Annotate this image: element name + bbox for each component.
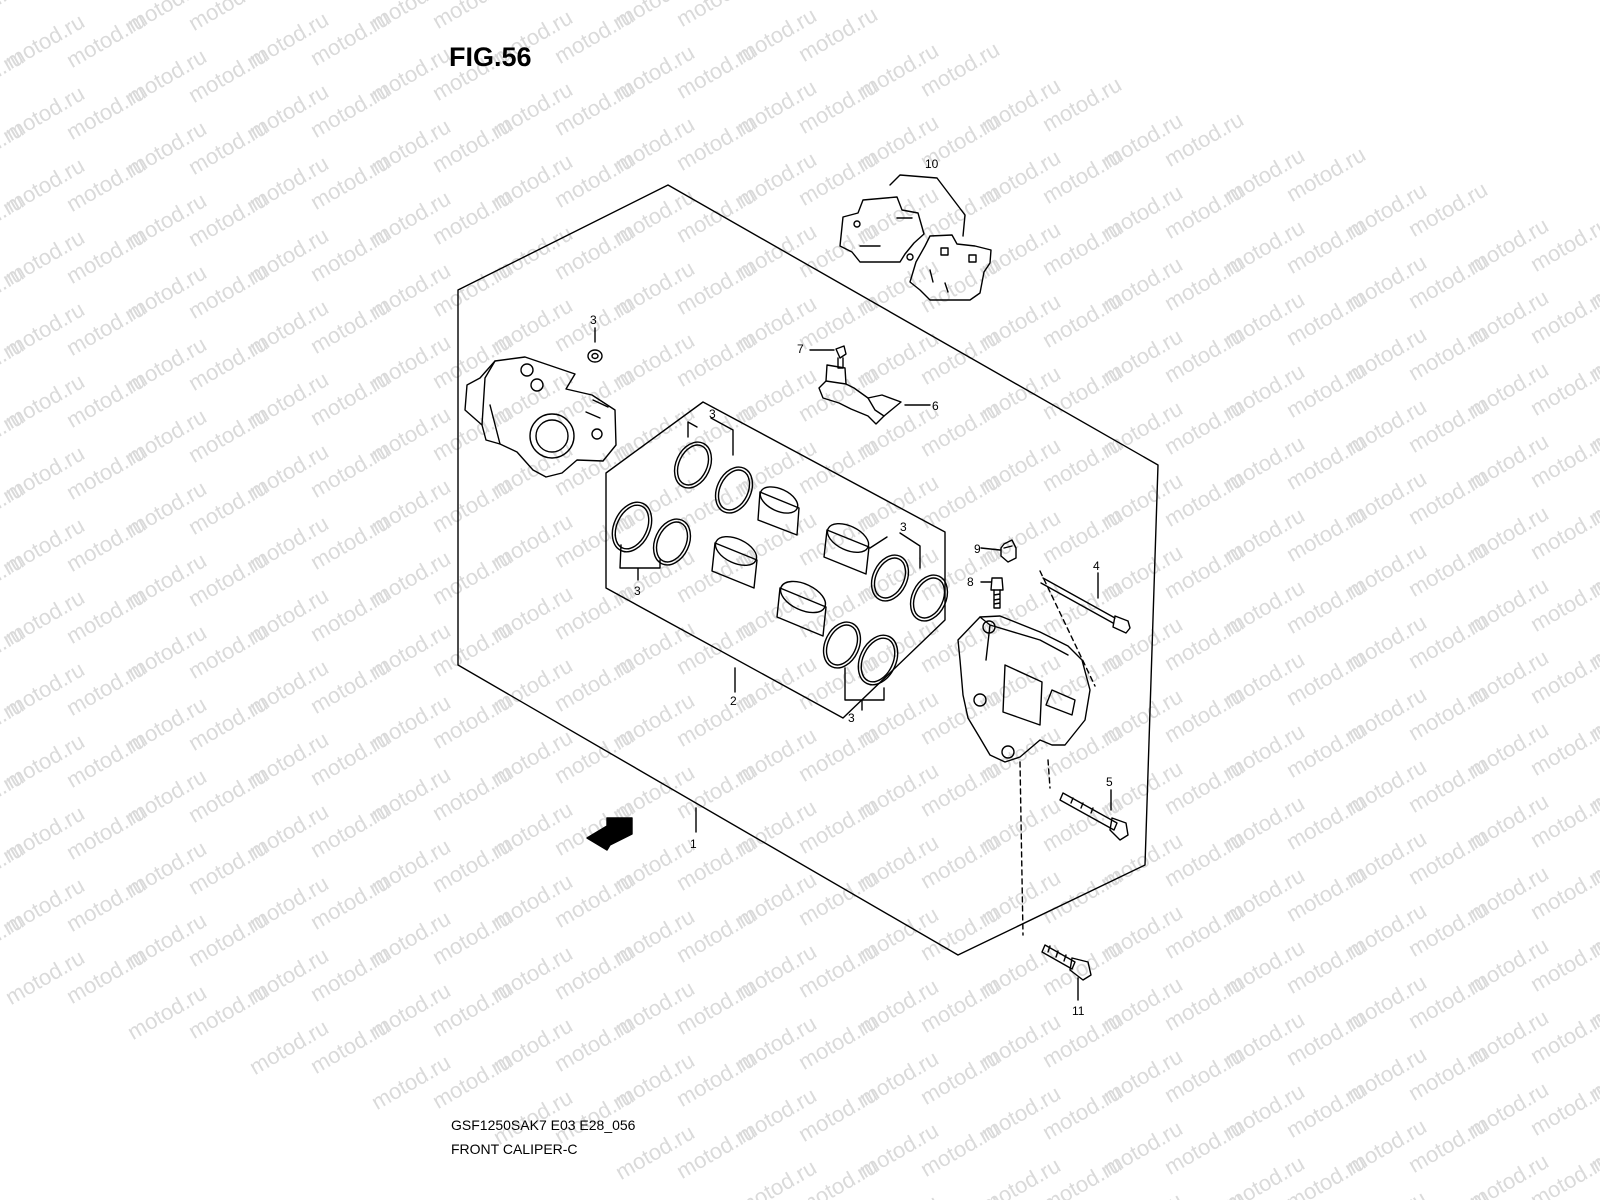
seal-washer: [587, 349, 603, 363]
fwd-direction-arrow: FWD: [586, 814, 633, 851]
leader-3c: [619, 544, 661, 581]
caliper-half-left: [464, 356, 617, 478]
callout-5: 5: [1106, 775, 1113, 789]
caliper-bolt: [1059, 792, 1129, 841]
callout-10: 10: [925, 157, 939, 171]
callout-6: 6: [932, 399, 939, 413]
callout-9: 9: [974, 542, 981, 556]
callout-1: 1: [690, 837, 697, 851]
brake-pad-set: [839, 196, 992, 301]
callout-2: 2: [730, 694, 737, 708]
leader-3e: [844, 667, 885, 711]
leader-3b: [687, 417, 734, 456]
callout-8: 8: [967, 575, 974, 589]
figure-title: FIG.56: [449, 42, 532, 72]
pad-pin: [1040, 577, 1131, 634]
callout-3e: 3: [848, 711, 855, 725]
callout-4: 4: [1093, 559, 1100, 573]
callout-3b: 3: [709, 407, 716, 421]
assembly-frame: [457, 184, 1159, 956]
seal-rings: [611, 441, 949, 686]
bleeder-valve: [990, 577, 1004, 609]
callout-numbers: 1 2 3 3 3 3 3 4 5 6 7 8 9 10 11: [590, 157, 1113, 1018]
callout-3d: 3: [900, 520, 907, 534]
bleeder-cap: [1000, 539, 1017, 563]
callout-3c: 3: [634, 584, 641, 598]
callout-7: 7: [797, 342, 804, 356]
leader-4-dash: [1039, 570, 1096, 687]
piston-group-frame: [605, 401, 946, 719]
model-code: GSF1250SAK7 E03 E28_056: [451, 1117, 636, 1133]
callout-11: 11: [1072, 1004, 1085, 1018]
leader-10: [889, 174, 966, 237]
pad-spring-and-screw: [818, 345, 902, 425]
leader-11-dash: [1019, 761, 1024, 936]
mounting-bolt: [1041, 944, 1092, 981]
leader-5-dash: [1047, 759, 1051, 789]
caliper-half-right: [957, 615, 1091, 763]
leader-9: [980, 547, 1001, 551]
pistons: [711, 486, 870, 637]
assembly-name: FRONT CALIPER-C: [451, 1141, 578, 1157]
leader-3d: [869, 532, 921, 569]
callout-3a: 3: [590, 313, 597, 327]
